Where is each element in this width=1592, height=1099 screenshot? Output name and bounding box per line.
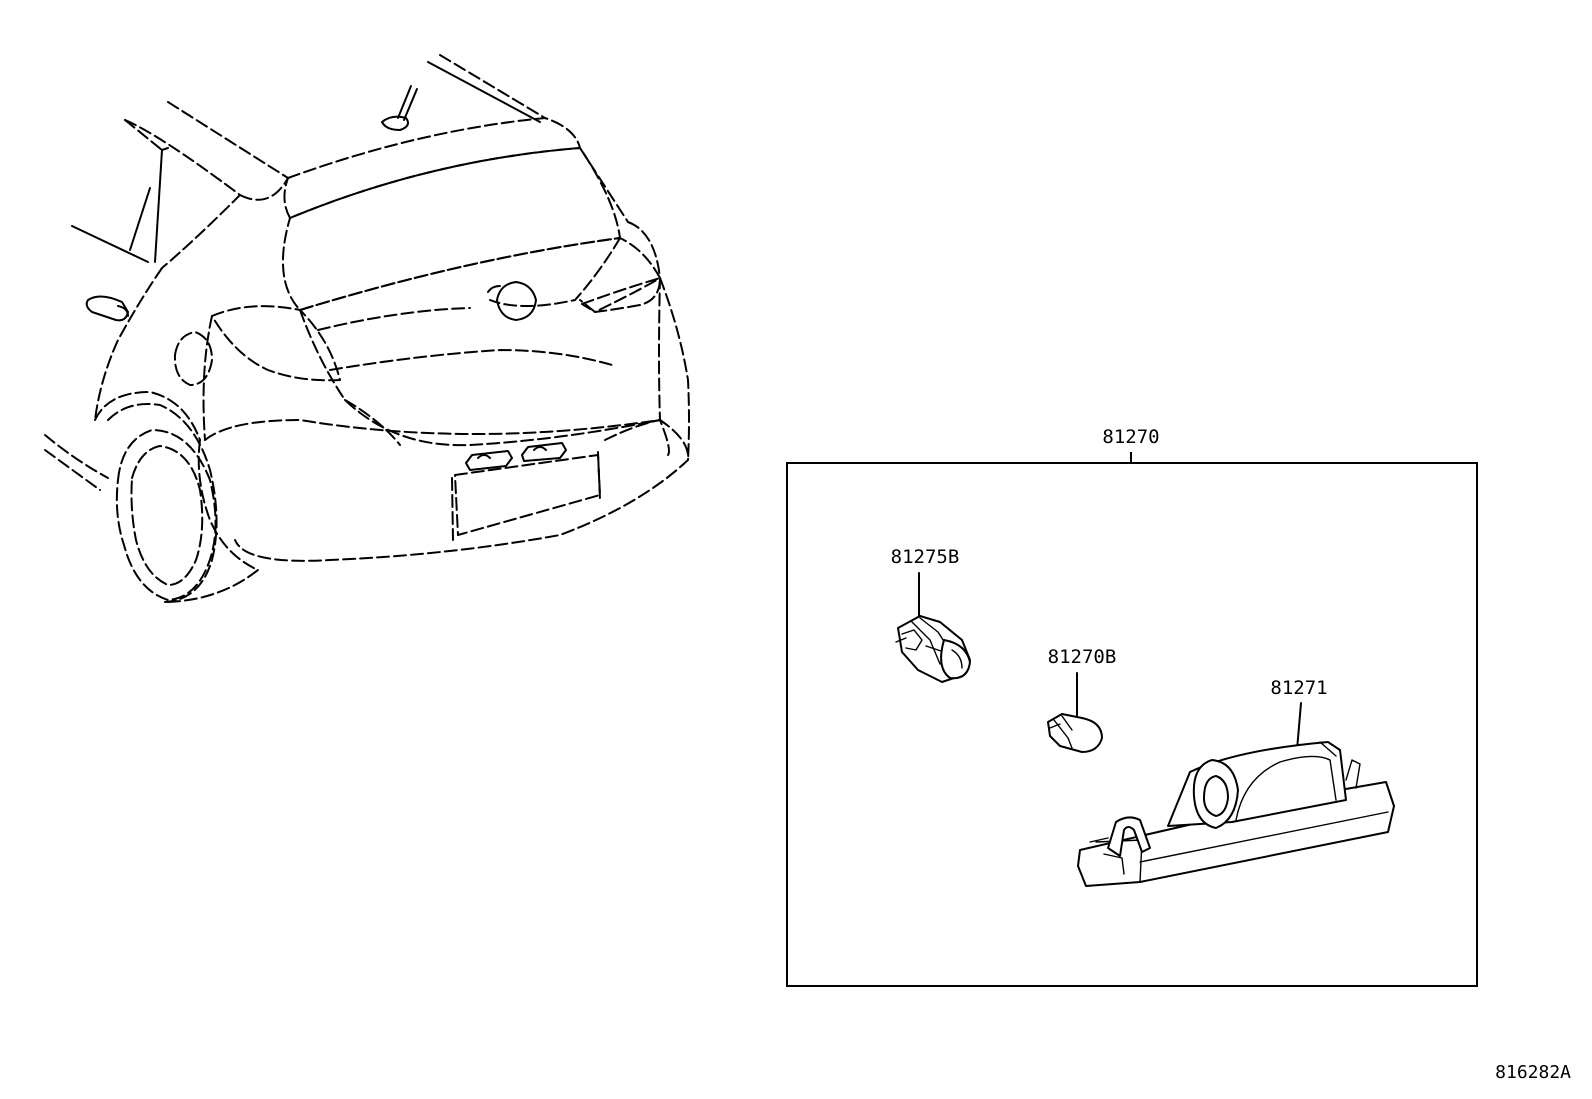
socket-part: 81275B <box>891 546 971 683</box>
assembly-part-number: 81270 <box>1102 426 1159 448</box>
socket-icon <box>895 615 971 683</box>
bulb-icon <box>1047 713 1103 753</box>
bulb-part: 81270B <box>1047 646 1117 753</box>
socket-part-number: 81275B <box>891 546 960 568</box>
lens-part: 81271 <box>1077 677 1395 887</box>
lens-leader <box>1296 702 1302 751</box>
illustration-id: 816282A <box>1495 1062 1571 1083</box>
bulb-part-number: 81270B <box>1048 646 1117 668</box>
vehicle-rear-illustration <box>44 54 690 603</box>
license-lamp-lens-icon <box>1077 741 1395 887</box>
lens-part-number: 81271 <box>1270 677 1327 699</box>
assembly-frame <box>786 462 1478 987</box>
assembly-group: 81270 <box>786 426 1478 987</box>
